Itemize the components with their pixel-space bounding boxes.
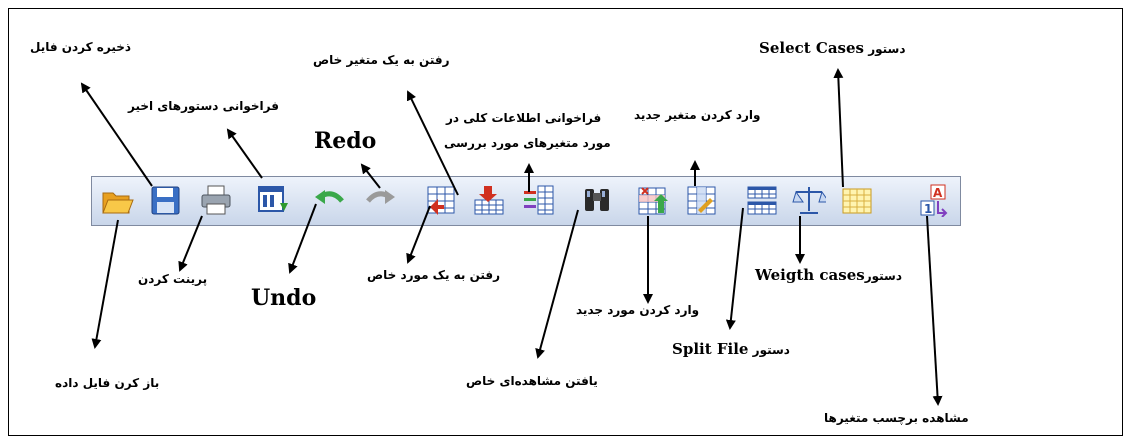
svg-text:1: 1 xyxy=(924,202,932,216)
insert-variable-icon xyxy=(687,186,716,215)
arrow-undo xyxy=(288,203,317,274)
print-button[interactable] xyxy=(199,183,233,217)
arrow-recall xyxy=(226,128,263,179)
label-split-file-en: Split File xyxy=(672,340,749,358)
label-insert-variable: وارد کردن متغیر جدید xyxy=(634,108,761,122)
select-cases-button[interactable] xyxy=(840,183,874,217)
goto-variable-icon xyxy=(474,186,504,215)
arrow-save-file xyxy=(80,82,153,187)
value-labels-icon: A 1 xyxy=(920,184,948,218)
label-open-file: باز کرن فایل داده xyxy=(55,376,160,390)
arrow-find xyxy=(535,209,579,359)
binoculars-icon xyxy=(585,189,609,211)
insert-case-icon xyxy=(638,187,668,215)
svg-text:A: A xyxy=(933,186,943,200)
split-file-icon xyxy=(747,186,777,215)
label-weight-cases-word: دستور xyxy=(864,269,902,283)
goto-case-button[interactable] xyxy=(424,183,458,217)
label-goto-case: رفتن به یک مورد خاص xyxy=(367,268,501,282)
dialog-recall-icon xyxy=(258,186,288,212)
select-cases-grid-icon xyxy=(842,188,872,214)
arrow-split-file xyxy=(725,207,744,330)
insert-variable-button[interactable] xyxy=(685,183,719,217)
goto-variable-button[interactable] xyxy=(472,183,506,217)
recall-dialogs-button[interactable] xyxy=(256,183,290,217)
open-data-file-button[interactable] xyxy=(100,183,134,217)
label-redo: Redo xyxy=(314,128,377,154)
label-variables-info-line1: فراخوانی اطلاعات کلی در xyxy=(446,111,602,125)
arrow-redo xyxy=(360,163,381,189)
weight-cases-button[interactable] xyxy=(792,183,830,217)
label-variables-info-line2: مورد متغیرهای مورد بررسی xyxy=(444,136,611,150)
floppy-disk-icon xyxy=(151,186,180,215)
arrow-open-file xyxy=(91,219,119,349)
label-split-file: دستور Split File xyxy=(672,340,790,358)
label-weight-cases: دستورWeigth cases xyxy=(755,266,902,284)
undo-button[interactable] xyxy=(312,183,346,217)
label-select-cases: دستور Select Cases xyxy=(759,39,905,57)
arrow-goto-case xyxy=(406,205,431,264)
figure-frame xyxy=(8,8,1123,436)
label-undo: Undo xyxy=(251,285,317,311)
label-split-file-word: دستور xyxy=(752,343,790,357)
label-goto-variable: رفتن به یک متغیر خاص xyxy=(313,53,450,67)
redo-arrow-icon xyxy=(366,190,395,204)
variables-info-button[interactable] xyxy=(522,183,556,217)
printer-icon xyxy=(201,185,231,215)
label-find: یافتن مشاهده‌ای خاص xyxy=(466,374,598,388)
variables-list-icon xyxy=(524,185,554,215)
arrow-print xyxy=(178,215,203,272)
arrow-goto-variable xyxy=(406,90,459,196)
label-recall: فراخوانی دستورهای اخیر xyxy=(128,99,279,113)
label-print: پرینت کردن xyxy=(138,272,208,286)
label-value-labels: مشاهده برچسب متغیرها xyxy=(824,411,969,425)
split-file-button[interactable] xyxy=(745,183,779,217)
label-select-cases-word: دستور xyxy=(868,42,906,56)
goto-case-icon xyxy=(427,186,455,215)
arrow-select-cases xyxy=(833,68,844,188)
label-insert-case: وارد کردن مورد جدید xyxy=(576,303,700,317)
label-select-cases-en: Select Cases xyxy=(759,39,864,57)
folder-open-icon xyxy=(102,192,134,214)
value-labels-button[interactable]: A 1 xyxy=(917,183,951,218)
label-weight-cases-en: Weigth cases xyxy=(755,266,865,284)
spss-toolbar xyxy=(91,176,961,226)
undo-arrow-icon xyxy=(315,190,344,204)
scale-icon xyxy=(792,187,830,214)
label-save-file: ذخیره کردن فایل xyxy=(30,40,132,54)
find-button[interactable] xyxy=(580,183,614,217)
save-file-button[interactable] xyxy=(149,183,183,217)
redo-button[interactable] xyxy=(364,183,398,217)
insert-case-button[interactable] xyxy=(636,183,670,217)
arrow-value-labels xyxy=(926,215,943,406)
